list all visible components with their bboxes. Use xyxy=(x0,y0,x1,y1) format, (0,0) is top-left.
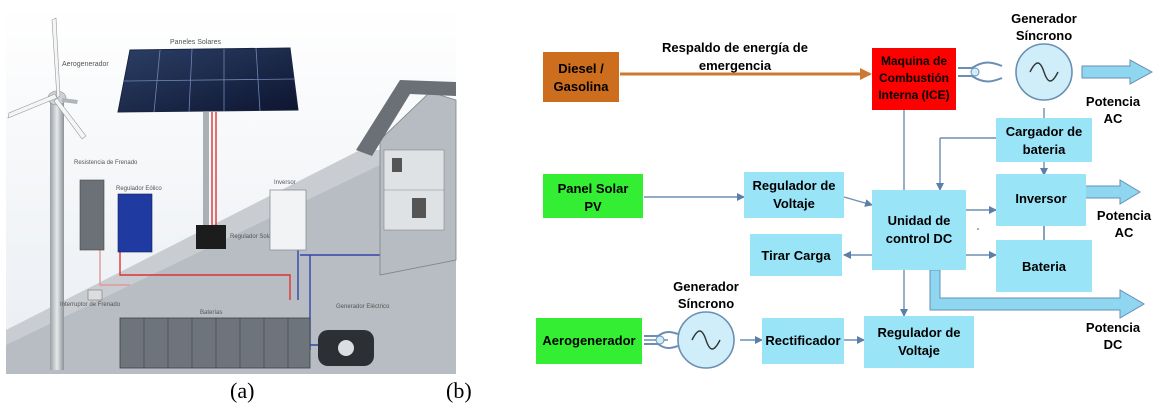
wind-regulator-icon xyxy=(117,193,153,253)
wind-turbine-label: Aerogenerador xyxy=(62,61,109,68)
batteries-icon xyxy=(119,317,311,369)
voltage-reg-top-line1: Regulador de xyxy=(752,178,835,193)
battery-text: Bateria xyxy=(1022,259,1067,274)
solar-panels-label: Paneles Solares xyxy=(170,39,221,46)
sync-gen-bottom-line1: Generador xyxy=(673,279,739,294)
shaft-coupling-bottom xyxy=(644,331,679,349)
backup-label-line1: Respaldo de energía de xyxy=(662,40,808,55)
dump-resistor-label: Resistencia de Frenado xyxy=(74,160,138,166)
inverter-block xyxy=(996,174,1086,226)
solar-regulator-icon xyxy=(196,225,226,249)
ground-shadow xyxy=(6,165,456,374)
solar-line2: PV xyxy=(584,199,602,214)
inverter-label: Inversor xyxy=(274,180,296,186)
voltage-regulator-bottom-block xyxy=(864,316,974,368)
diesel-block xyxy=(543,52,619,102)
sync-gen-bottom-line2: Síncrono xyxy=(678,296,734,311)
solar-panels-icon xyxy=(117,47,299,232)
voltage-reg-top-line2: Voltaje xyxy=(773,196,815,211)
dump-load-block xyxy=(750,234,842,276)
wind-source-text: Aerogenerador xyxy=(542,333,635,348)
shaft-coupling-top xyxy=(958,61,1003,83)
ice-line3: Interna (ICE) xyxy=(878,88,949,102)
ac-power-arrow-top xyxy=(1081,59,1153,85)
house-icon xyxy=(356,80,457,276)
rectifier-block xyxy=(762,318,844,364)
dump-load-text: Tirar Carga xyxy=(761,248,831,263)
charger-block xyxy=(996,118,1092,162)
brake-switch-icon xyxy=(87,289,103,301)
dc-power-arrow xyxy=(929,269,1145,319)
ice-line1: Maquina de xyxy=(881,54,947,68)
solar-pv-block xyxy=(543,174,643,218)
ac-power-mid-line2: AC xyxy=(1115,225,1134,240)
control-unit-block xyxy=(872,190,966,270)
solar-line1: Panel Solar xyxy=(558,181,629,196)
batteries-label: Baterías xyxy=(200,310,222,316)
generator-label: Generador Eléctrico xyxy=(336,304,390,310)
ice-block xyxy=(872,48,956,110)
dc-power-line2: DC xyxy=(1104,337,1123,352)
battery-block xyxy=(996,240,1092,292)
block-diagram: Respaldo de energía de emergencia xyxy=(536,11,1153,369)
charger-line2: bateria xyxy=(1023,142,1066,157)
voltage-regulator-top-block xyxy=(744,172,844,218)
ac-power-mid-line1: Potencia xyxy=(1097,208,1152,223)
generator-icon xyxy=(318,330,374,366)
connection-lines xyxy=(644,108,1048,344)
diesel-line2: Gasolina xyxy=(554,79,610,94)
solar-regulator-label: Regulador Solar xyxy=(230,234,273,240)
diesel-line1: Diesel / xyxy=(558,61,604,76)
sync-generator-top-icon xyxy=(1015,43,1073,101)
voltage-reg-bottom-line1: Regulador de xyxy=(877,325,960,340)
wind-source-block xyxy=(536,318,642,364)
caption-a: (a) xyxy=(230,378,255,403)
ac-power-top-line1: Potencia xyxy=(1086,94,1141,109)
ac-power-arrow-mid xyxy=(1084,179,1141,205)
ac-power-top-line2: AC xyxy=(1104,111,1123,126)
illustration-panel: Aerogenerador Paneles Solares Resiste xyxy=(6,4,457,374)
ice-line2: Combustión xyxy=(879,71,949,85)
brake-switch-label: Interruptor de Frenado xyxy=(60,302,121,308)
wind-turbine-icon xyxy=(7,17,87,370)
caption-b: (b) xyxy=(446,378,472,403)
voltage-reg-bottom-line2: Voltaje xyxy=(898,343,940,358)
sync-gen-top-line2: Síncrono xyxy=(1016,28,1072,43)
inverter-icon xyxy=(269,189,307,251)
control-unit-line2: control DC xyxy=(886,231,953,246)
charger-line1: Cargador de xyxy=(1006,124,1083,139)
backup-label-line2: emergencia xyxy=(699,58,772,73)
dump-resistor-icon xyxy=(79,179,105,251)
sync-gen-top-line1: Generador xyxy=(1011,11,1077,26)
control-unit-line1: Unidad de xyxy=(888,213,951,228)
inverter-text: Inversor xyxy=(1015,191,1066,206)
sync-generator-bottom-icon xyxy=(677,311,735,369)
wind-regulator-label: Regulador Eólico xyxy=(116,186,162,192)
dc-power-line1: Potencia xyxy=(1086,320,1141,335)
rectifier-text: Rectificador xyxy=(765,333,840,348)
